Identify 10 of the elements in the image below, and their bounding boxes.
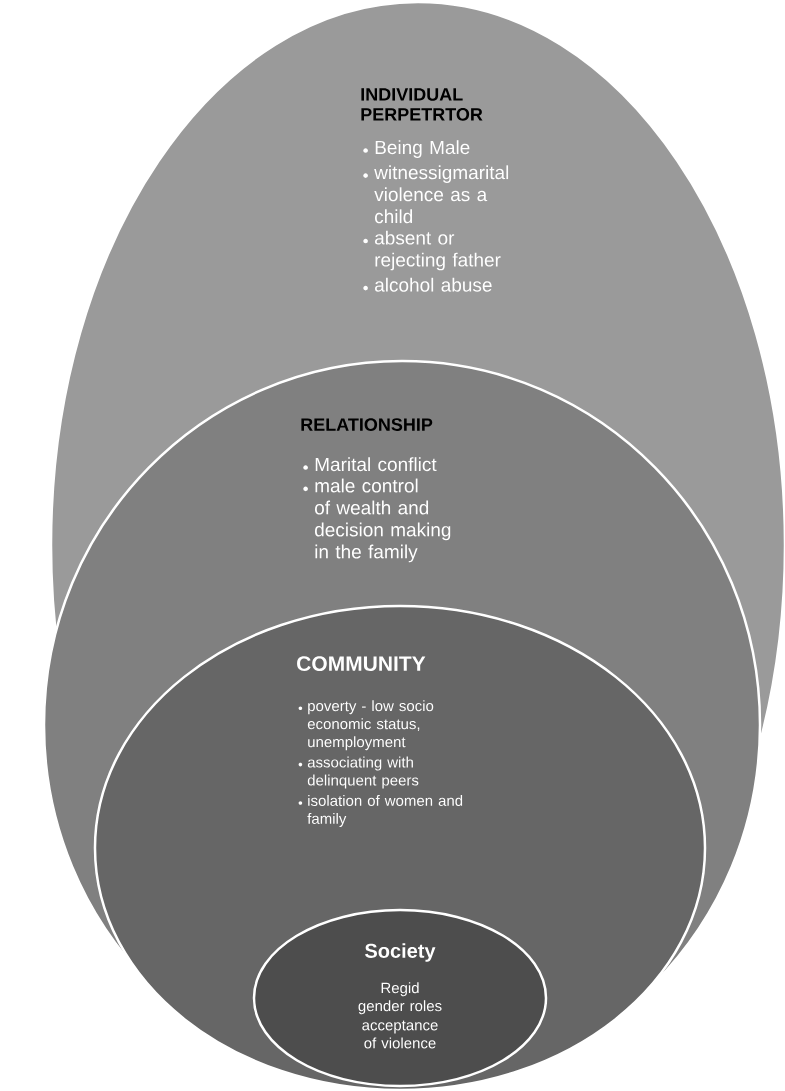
text-line: acceptance of violence — [362, 1020, 438, 1049]
heading: RELATIONSHIP — [301, 418, 433, 431]
heading: COMMUNITY — [297, 656, 426, 672]
bullet-item: male control of wealth and decision making in the family — [303, 478, 451, 563]
heading: Society — [365, 943, 436, 962]
bullet-item: alcohol abuse — [363, 277, 492, 292]
heading: INDIVIDUAL PERPETRTOR — [361, 88, 483, 121]
bullet-item: Being Male — [363, 140, 470, 158]
bullet-item: Marital conflict — [303, 457, 437, 472]
bullet-item: isolation of women and family — [298, 794, 463, 827]
